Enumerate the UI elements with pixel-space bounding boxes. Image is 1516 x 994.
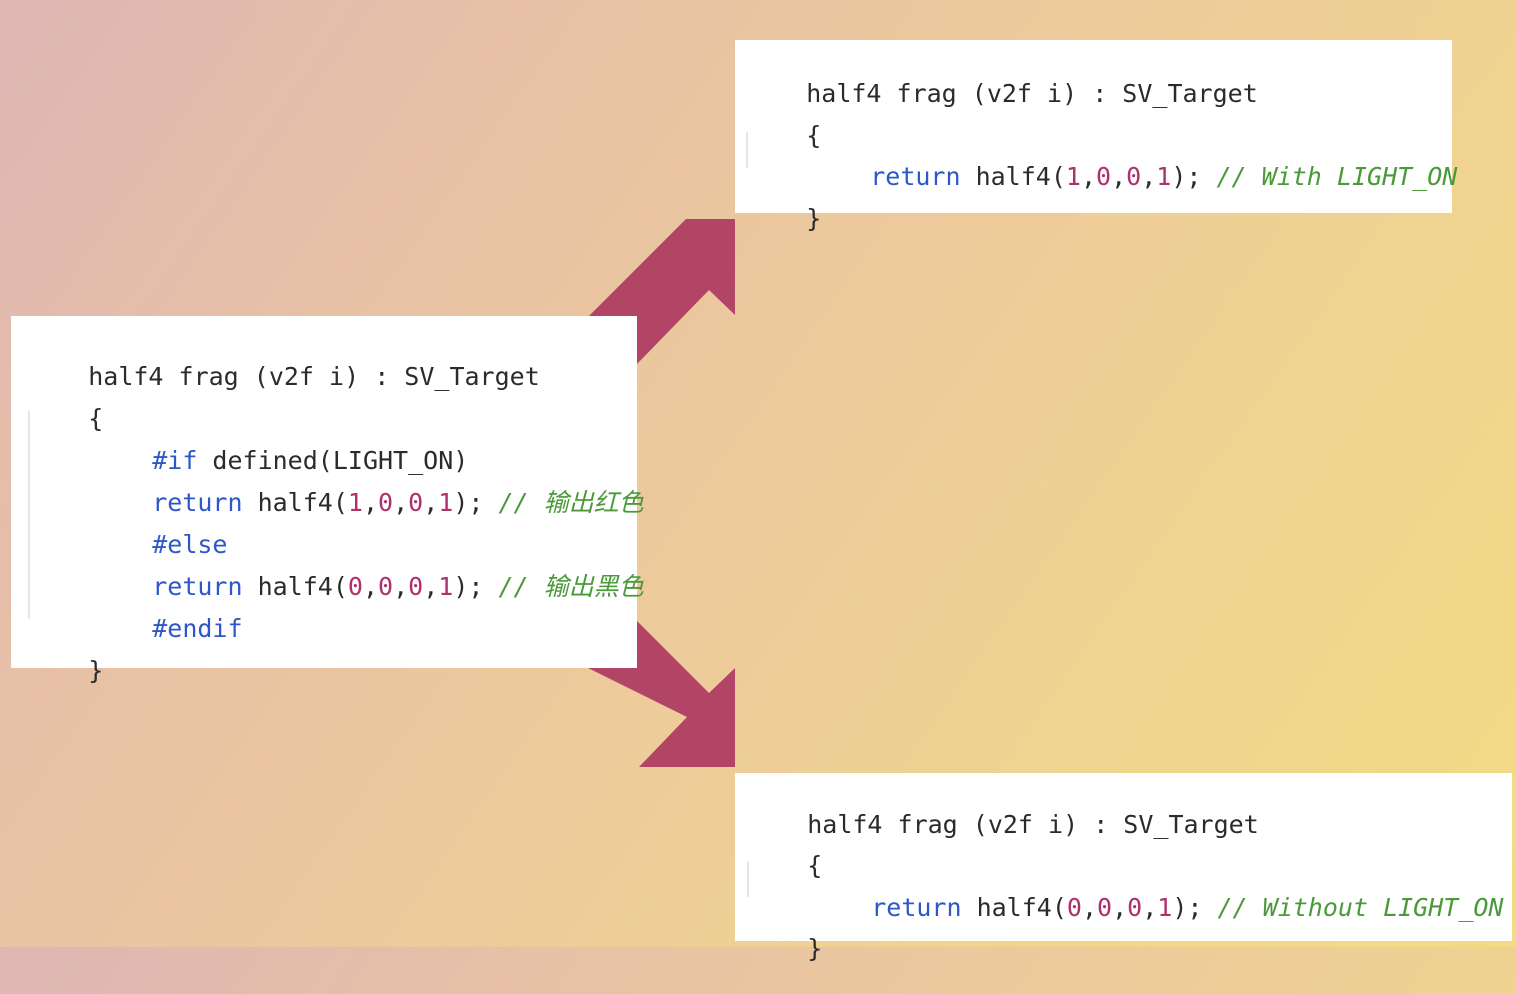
- if-directive-line: #if defined(LIGHT_ON): [152, 446, 469, 475]
- open-brace: {: [806, 121, 822, 150]
- close-brace: }: [807, 934, 823, 963]
- indent-guide: [28, 411, 30, 619]
- close-brace: }: [806, 204, 822, 233]
- without-light-on-code-block: half4 frag (v2f i) : SV_Target { return …: [735, 773, 1512, 963]
- endif-directive-line: #endif: [152, 614, 243, 643]
- open-brace: {: [807, 851, 823, 880]
- indent-guide: [746, 132, 748, 168]
- return-red-line: return half4(1,0,0,1); // 输出红色: [152, 488, 644, 517]
- function-signature: half4 frag (v2f i) : SV_Target: [806, 79, 1258, 108]
- indent-guide: [747, 861, 749, 897]
- function-signature: half4 frag (v2f i) : SV_Target: [88, 362, 540, 391]
- else-directive-line: #else: [152, 530, 228, 559]
- close-brace: }: [88, 656, 104, 685]
- return-line: return half4(0,0,0,1); // Without LIGHT_…: [871, 893, 1504, 922]
- function-signature: half4 frag (v2f i) : SV_Target: [807, 810, 1259, 839]
- source-code-block: half4 frag (v2f i) : SV_Target { #if def…: [11, 316, 644, 685]
- return-black-line: return half4(0,0,0,1); // 输出黑色: [152, 572, 644, 601]
- with-light-on-code-block: half4 frag (v2f i) : SV_Target { return …: [735, 40, 1457, 233]
- open-brace: {: [88, 404, 104, 433]
- return-line: return half4(1,0,0,1); // With LIGHT_ON: [870, 162, 1458, 191]
